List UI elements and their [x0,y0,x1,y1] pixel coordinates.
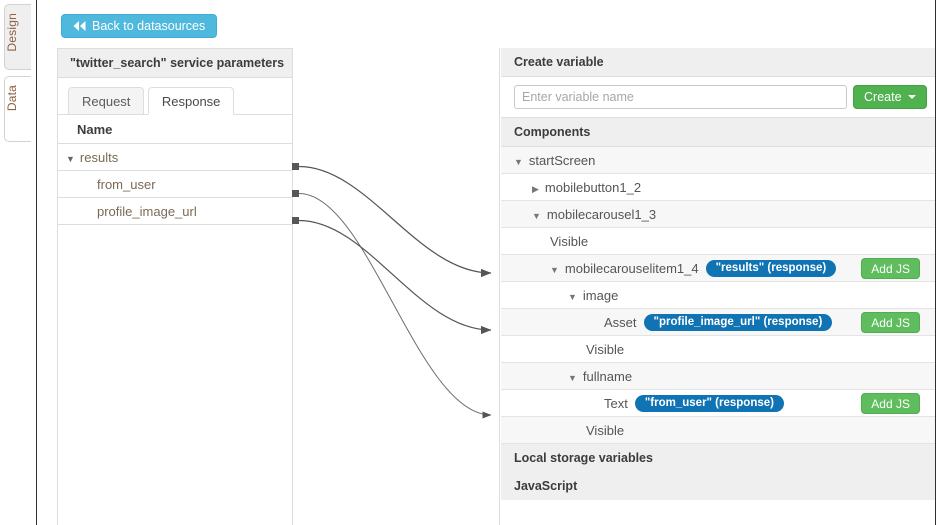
left-tab-rail: Design Data [0,0,36,525]
caret-down-icon[interactable]: ▼ [532,211,541,221]
component-row-visible-2[interactable]: Visible [501,336,935,363]
create-variable-button[interactable]: Create [853,85,927,109]
tab-response[interactable]: Response [147,87,235,115]
create-variable-bar: Create [501,77,935,118]
caret-right-icon[interactable]: ▶ [532,184,539,194]
name-column-header: Name [58,115,292,144]
param-row-profile-image-url[interactable]: profile_image_url [58,198,292,225]
create-variable-header: Create variable [501,48,935,77]
tab-request-label: Request [82,94,131,109]
component-row-asset[interactable]: Asset "profile_image_url" (response) Add … [501,309,935,336]
rewind-icon [73,21,86,31]
component-row-label: Visible [550,234,589,249]
caret-down-icon[interactable]: ▼ [568,292,577,302]
component-row-label: fullname [582,369,633,384]
tab-request[interactable]: Request [68,87,145,115]
component-row-label: mobilebutton1_2 [544,180,642,195]
javascript-header[interactable]: JavaScript [501,472,935,500]
add-js-button[interactable]: Add JS [861,393,920,414]
mapping-canvas [294,48,500,525]
param-row-from-user[interactable]: from_user [58,171,292,198]
component-row-label: mobilecarousel1_3 [546,207,657,222]
component-row-visible-3[interactable]: Visible [501,417,935,444]
request-response-tabstrip: Request Response [58,87,292,115]
component-row-label: startScreen [528,153,596,168]
component-row-label: Visible [586,423,625,438]
variable-name-input[interactable] [514,85,847,109]
rail-tab-data-label: Data [5,85,19,112]
back-to-datasources-label: Back to datasources [92,19,206,33]
binding-badge[interactable]: "profile_image_url" (response) [643,314,833,331]
service-parameters-panel: "twitter_search" service parameters Requ… [57,48,293,525]
component-row-label: mobilecarouselitem1_4 [564,261,699,276]
component-row-mobilebutton1-2[interactable]: ▶ mobilebutton1_2 [501,174,935,201]
binding-badge[interactable]: "results" (response) [705,260,837,277]
back-to-datasources-button[interactable]: Back to datasources [61,14,218,38]
rail-tab-data[interactable]: Data [4,76,31,142]
param-row-label: profile_image_url [97,204,197,219]
page-border-left [36,0,37,525]
param-row-label: from_user [97,177,156,192]
local-storage-variables-header[interactable]: Local storage variables [501,444,935,472]
caret-down-icon[interactable]: ▼ [66,154,75,164]
tab-response-label: Response [161,94,221,109]
service-parameters-title: "twitter_search" service parameters [58,49,292,78]
param-row-label: results [79,150,119,165]
rail-tab-design[interactable]: Design [4,4,31,70]
add-js-button[interactable]: Add JS [861,312,920,333]
component-row-image[interactable]: ▼ image [501,282,935,309]
add-js-button[interactable]: Add JS [861,258,920,279]
component-row-fullname[interactable]: ▼ fullname [501,363,935,390]
page-border-right [935,0,936,525]
caret-down-icon[interactable]: ▼ [568,373,577,383]
component-row-startscreen[interactable]: ▼ startScreen [501,147,935,174]
chevron-down-icon[interactable] [907,95,916,99]
variables-panel: Create variable Create Components ▼ start… [501,48,935,525]
caret-down-icon[interactable]: ▼ [550,265,559,275]
param-row-results[interactable]: ▼ results [58,144,292,171]
component-row-label: Asset [604,315,637,330]
components-header: Components [501,118,935,147]
caret-down-icon[interactable]: ▼ [514,157,523,167]
component-row-label: image [582,288,619,303]
component-row-text[interactable]: Text "from_user" (response) Add JS [501,390,935,417]
rail-tab-design-label: Design [5,13,19,52]
component-row-label: Text [604,396,628,411]
component-row-mobilecarouselitem1-4[interactable]: ▼ mobilecarouselitem1_4 "results" (respons… [501,255,935,282]
component-row-label: Visible [586,342,625,357]
binding-badge[interactable]: "from_user" (response) [634,395,784,412]
create-variable-label: Create [864,90,902,104]
component-row-visible-1[interactable]: Visible [501,228,935,255]
component-row-mobilecarousel1-3[interactable]: ▼ mobilecarousel1_3 [501,201,935,228]
